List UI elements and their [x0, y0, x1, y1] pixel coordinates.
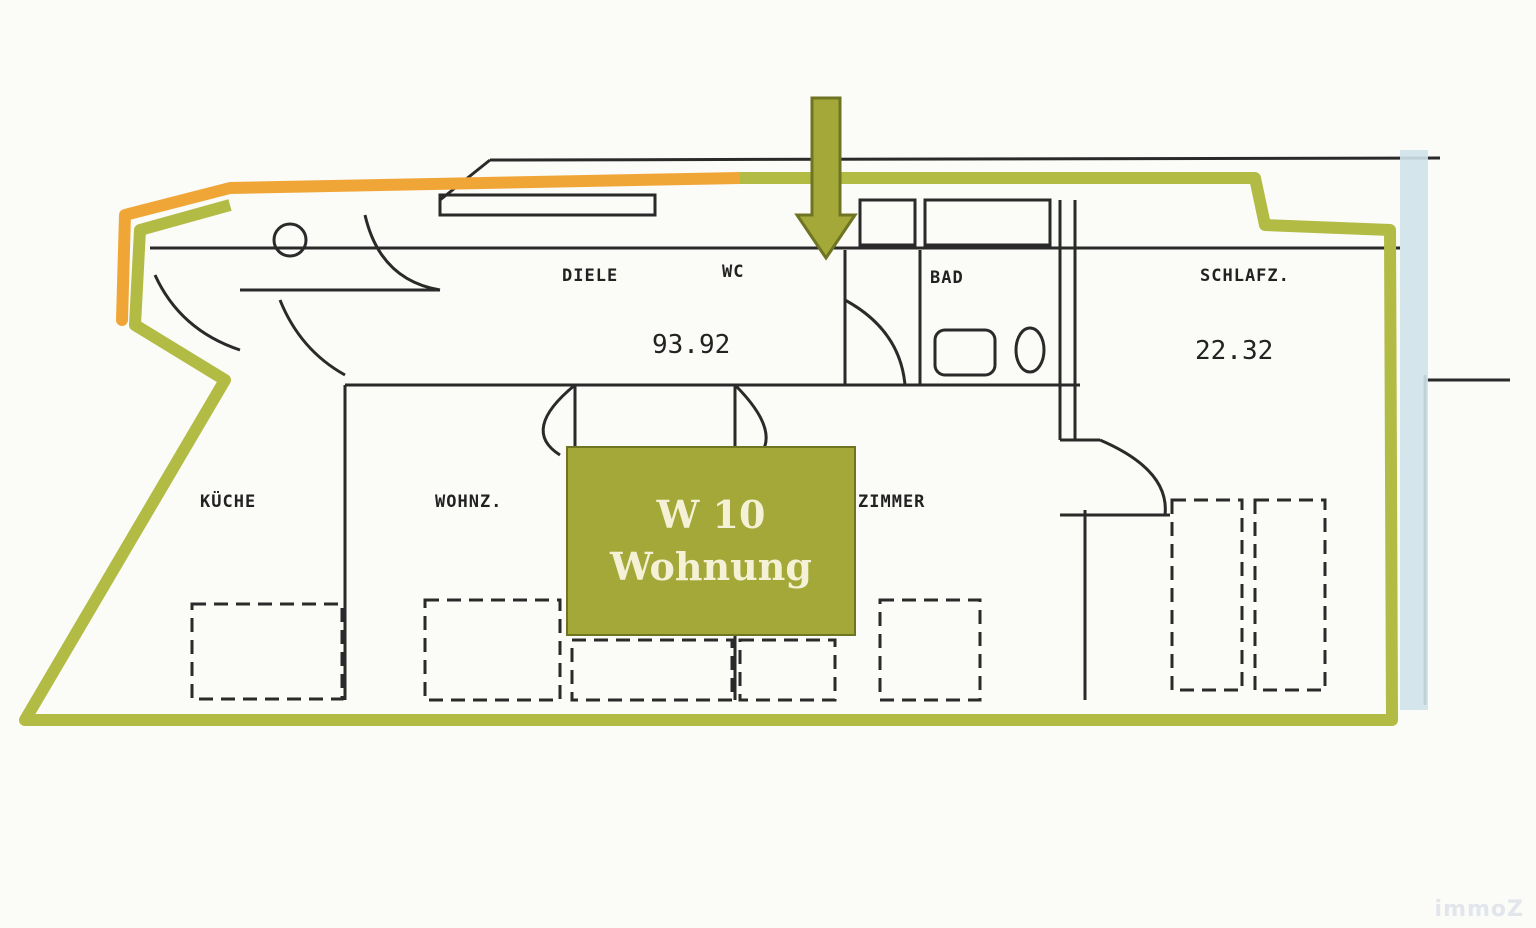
total-area-value: 93.92 [652, 330, 731, 360]
apartment-outline [19, 172, 1398, 726]
apartment-outline-orange [116, 172, 746, 326]
room-label-kueche: KÜCHE [200, 492, 257, 512]
room-label-schlafzimmer: SCHLAFZ. [1200, 266, 1290, 286]
unit-label-box: W 10 Wohnung [566, 446, 856, 636]
window-frames [190, 498, 1327, 702]
room-label-diele: DIELE [562, 266, 619, 286]
bathroom-fixtures [272, 193, 1052, 377]
entrance-arrow-icon [794, 96, 858, 261]
room-label-bad: BAD [930, 268, 964, 288]
door-swings [153, 214, 1167, 516]
stairwell [1400, 150, 1428, 710]
building-walls [150, 156, 1510, 705]
watermark: immoZ [1434, 897, 1524, 922]
room-label-wohnzimmer: WOHNZ. [435, 492, 503, 512]
room-label-wc: WC [722, 262, 745, 282]
unit-type: Wohnung [609, 544, 812, 589]
room-label-zimmer: ZIMMER [858, 492, 926, 512]
bedroom-area-value: 22.32 [1195, 336, 1274, 366]
unit-number: W 10 [656, 492, 766, 537]
